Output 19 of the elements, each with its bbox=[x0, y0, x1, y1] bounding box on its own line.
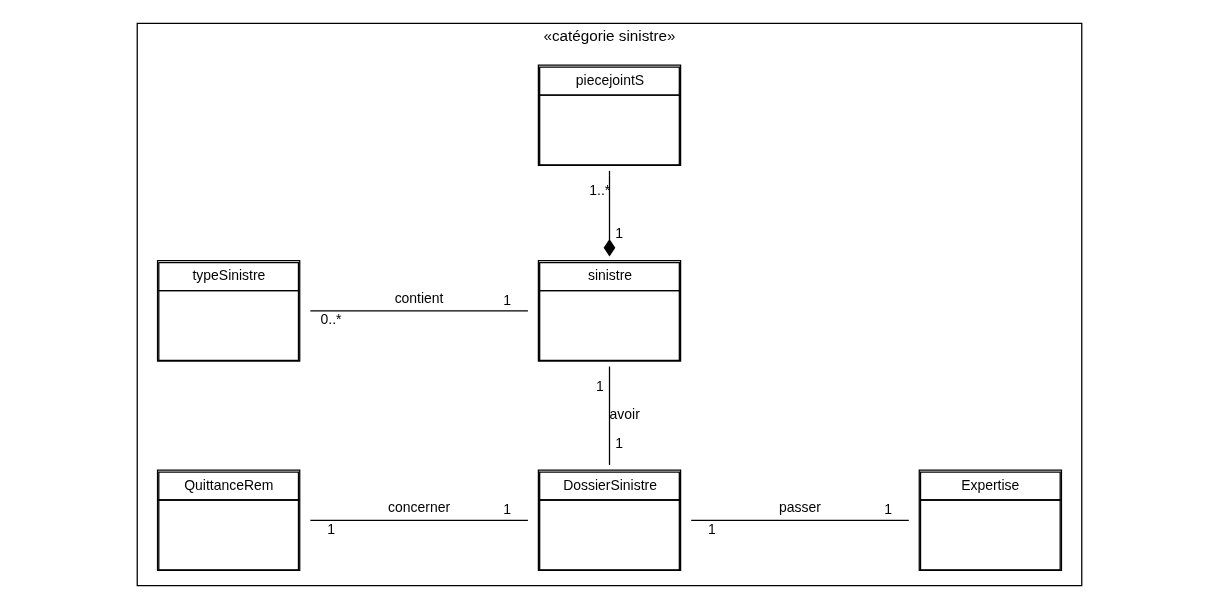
label: 1 bbox=[326, 520, 335, 537]
connector bbox=[690, 519, 909, 521]
label: 1 bbox=[614, 225, 623, 242]
connector bbox=[309, 310, 529, 312]
label: 1..* bbox=[588, 182, 610, 199]
label: 0..* bbox=[320, 311, 342, 328]
connector bbox=[608, 365, 610, 466]
label: 1 bbox=[883, 501, 892, 518]
label: 1 bbox=[595, 377, 604, 394]
connector bbox=[603, 170, 615, 257]
label: 1 bbox=[614, 434, 623, 451]
edge-label: concerner bbox=[387, 499, 450, 516]
label: 1 bbox=[502, 501, 511, 518]
label: 1 bbox=[707, 520, 716, 537]
edge-label: contient bbox=[394, 289, 444, 306]
edge-label: avoir bbox=[609, 406, 640, 423]
label: 1 bbox=[502, 291, 511, 308]
edge-label: passer bbox=[778, 499, 821, 516]
connector bbox=[309, 519, 529, 521]
